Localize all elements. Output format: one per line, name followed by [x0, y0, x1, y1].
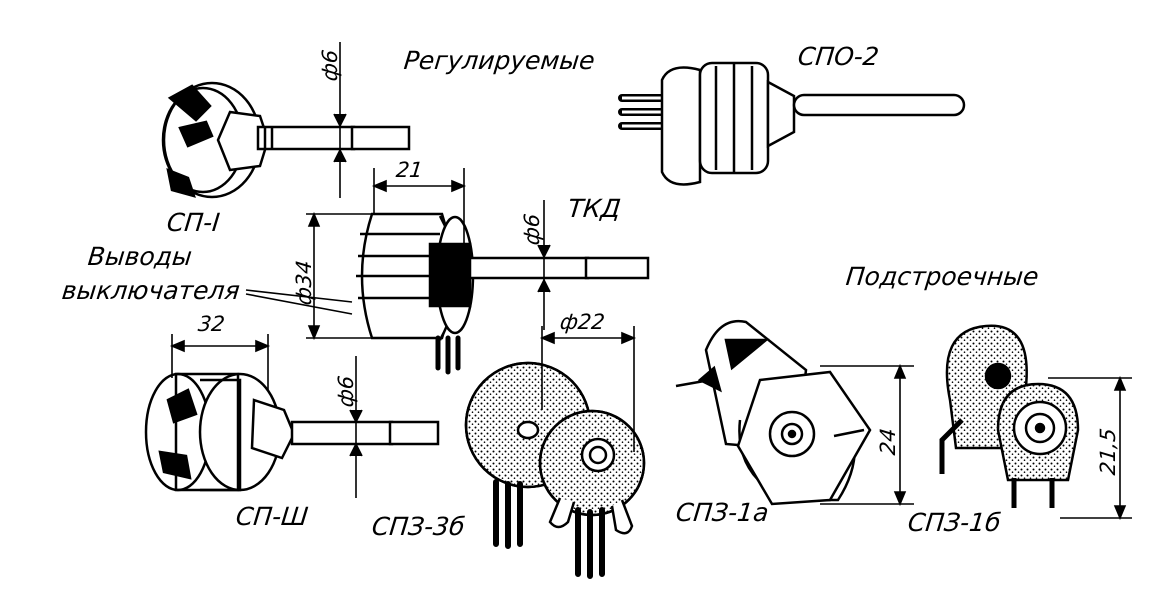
dim-sp1-shaft: ф6 — [318, 48, 342, 83]
sp3-3b-potentiometer — [464, 361, 646, 579]
label-sp3: СП-Ш — [234, 502, 310, 531]
dim-sp3-1a-height: 24 — [876, 427, 900, 457]
dim-tkd-width: 21 — [394, 158, 425, 182]
label-sp3-1b: СПЗ-1б — [906, 508, 1003, 537]
heading-trimmer: Подстроечные — [844, 262, 1040, 291]
annotation-switch-leads-1: Выводы — [86, 242, 194, 271]
tkd-potentiometer — [356, 212, 650, 375]
label-spo2: СПО-2 — [796, 42, 881, 71]
sp3-1a-potentiometer — [675, 319, 872, 506]
heading-adjustable: Регулируемые — [402, 46, 597, 75]
dim-tkd-diameter: ф34 — [292, 259, 316, 307]
label-sp1: СП-I — [165, 208, 222, 237]
sp3-potentiometer — [144, 372, 440, 492]
dimension-lines — [169, 42, 1132, 521]
label-tkd: ТКД — [566, 194, 623, 223]
dim-sp3-width: 32 — [196, 312, 227, 336]
dim-sp3-1b-height: 21,5 — [1096, 427, 1120, 477]
spo2-potentiometer — [618, 61, 966, 186]
sp1-potentiometer — [161, 81, 411, 199]
dim-sp3-shaft: ф6 — [334, 374, 358, 409]
dim-tkd-shaft: ф6 — [520, 212, 544, 247]
label-sp3-3b: СПЗ-3б — [370, 512, 467, 541]
label-sp3-1a: СПЗ-1а — [674, 498, 771, 527]
sp3-1b-potentiometer — [939, 324, 1080, 508]
dim-sp3-3b-diameter: ф22 — [558, 310, 607, 334]
annotation-switch-leads-2: выключателя — [60, 276, 242, 305]
